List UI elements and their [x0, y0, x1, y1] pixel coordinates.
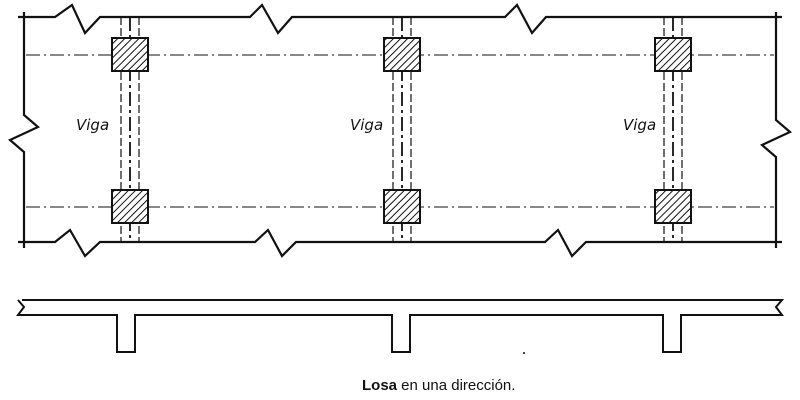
column	[383, 37, 421, 72]
beam-label-2: Viga	[350, 116, 384, 134]
column	[654, 189, 692, 224]
axis-lines	[26, 54, 774, 208]
caption-rest: en una dirección.	[397, 377, 516, 394]
slab-plan-outline	[7, 3, 793, 258]
column	[111, 37, 149, 72]
beams	[111, 17, 692, 242]
column	[654, 37, 692, 72]
beam-label-3: Viga	[623, 116, 657, 134]
slab-section	[16, 299, 785, 353]
column	[111, 189, 149, 224]
beam-label-1: Viga	[76, 116, 110, 134]
figure-caption: Losa en una dirección.	[362, 377, 515, 394]
column	[383, 189, 421, 224]
caption-bold: Losa	[362, 377, 398, 394]
